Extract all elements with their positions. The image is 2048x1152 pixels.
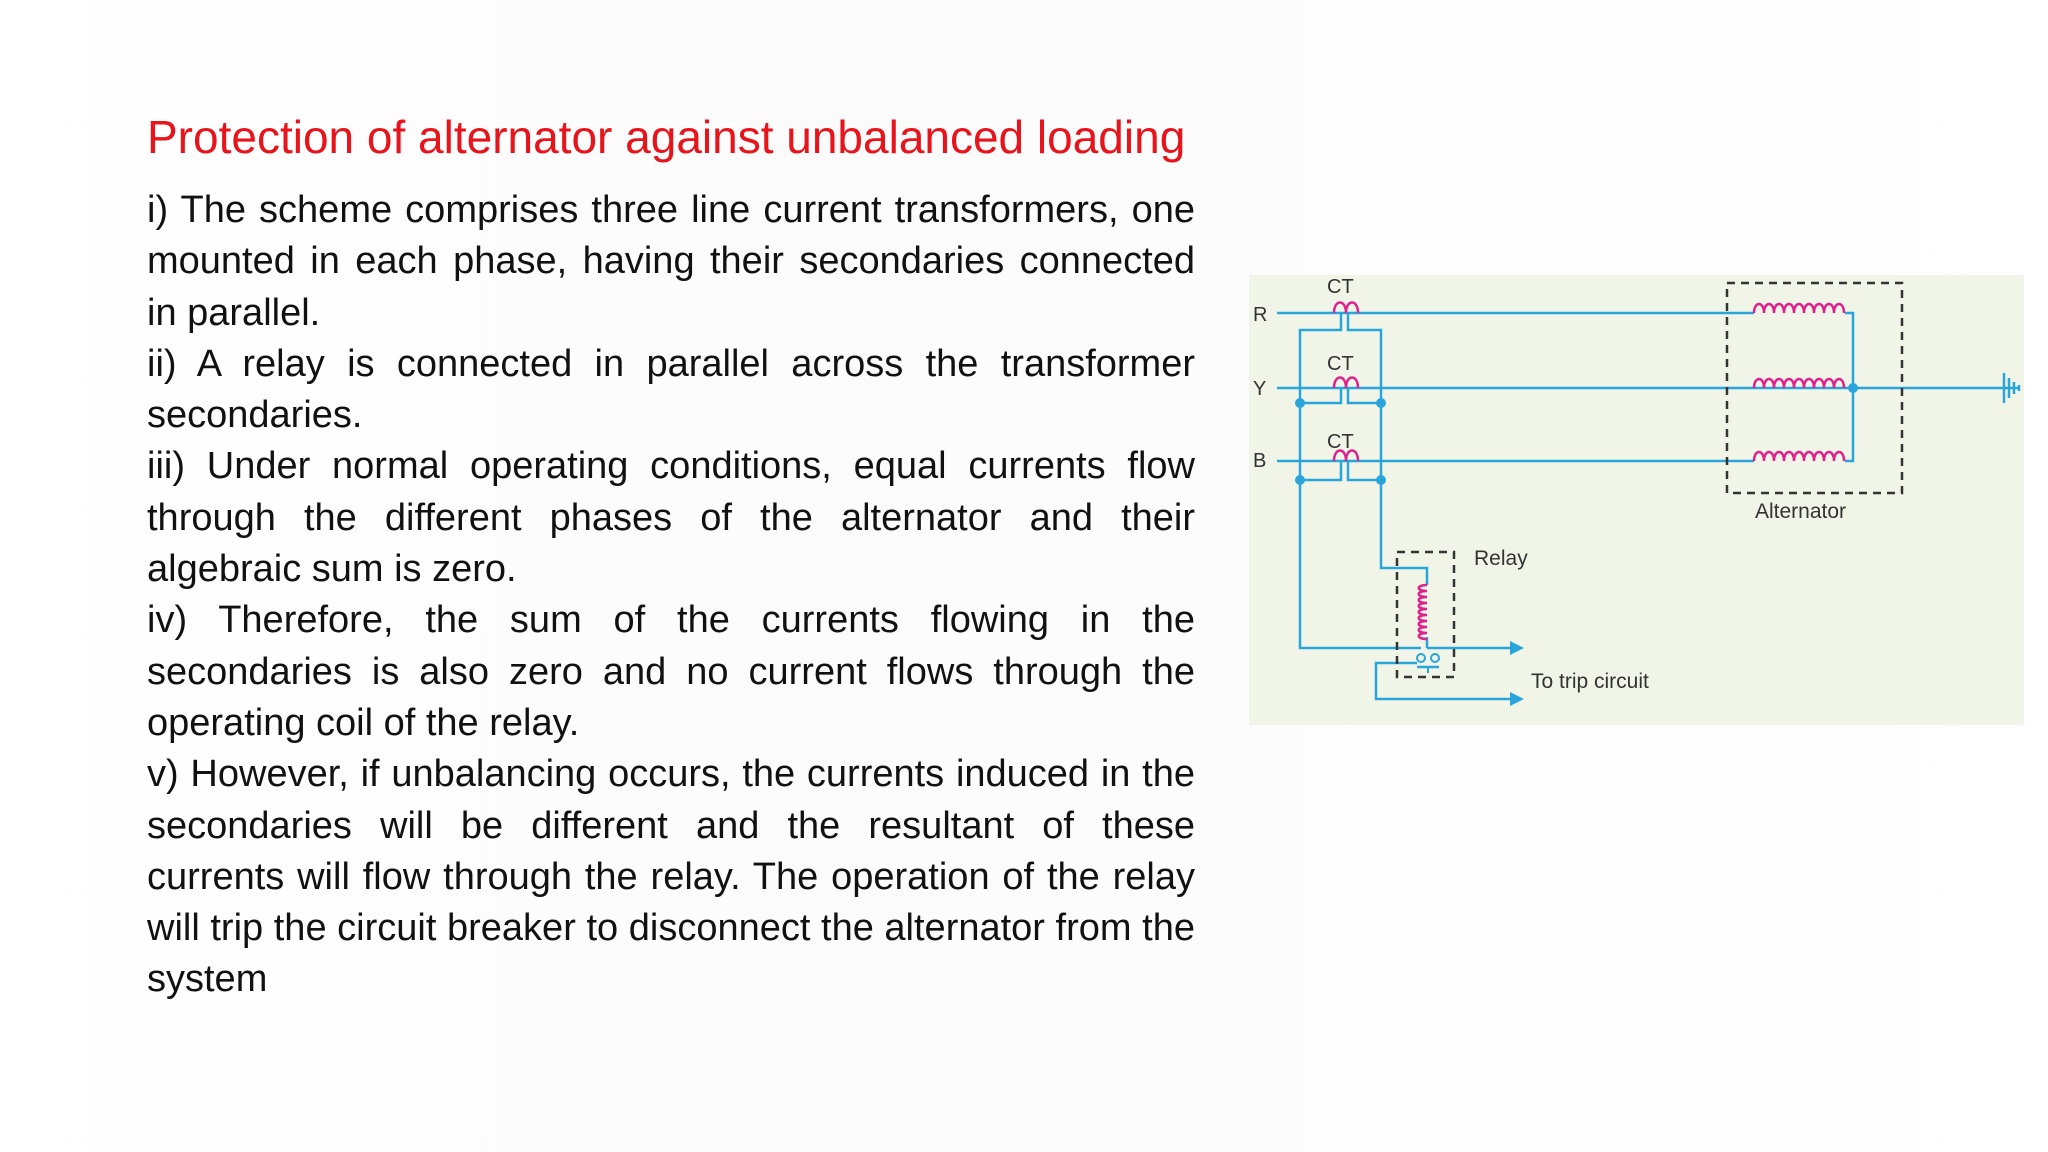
alternator-box <box>1725 281 1904 495</box>
relay-label: Relay <box>1474 547 1528 570</box>
ct-coils <box>1332 301 1360 462</box>
ct-label-r: CT <box>1327 276 1354 298</box>
winding-r <box>1752 302 1846 314</box>
paragraph-1: i) The scheme comprises three line curre… <box>147 189 1195 334</box>
ct-label-b: CT <box>1327 431 1354 453</box>
circuit-diagram-svg: R Y B CT CT CT <box>1253 276 2021 706</box>
alternator-windings <box>1752 302 1846 462</box>
trip-arrow-upper <box>1510 641 1524 655</box>
slide-body: i) The scheme comprises three line curre… <box>147 185 1195 1006</box>
ct-y-secondary-right <box>1346 388 1381 405</box>
paragraph-2: ii) A relay is connected in parallel acr… <box>147 342 1195 437</box>
ground-icon <box>2002 373 2021 403</box>
bus-left <box>1298 403 1421 650</box>
winding-y <box>1752 377 1846 389</box>
trip-circuit-label: To trip circuit <box>1531 670 1649 693</box>
trip-line-lower <box>1374 661 1512 701</box>
ct-b-secondary-left <box>1300 461 1343 482</box>
ct-r-secondary-right <box>1346 313 1383 403</box>
phase-label-y: Y <box>1253 378 1266 400</box>
phase-label-b: B <box>1253 450 1266 472</box>
relay-box <box>1395 550 1456 679</box>
phase-label-r: R <box>1253 304 1267 326</box>
relay-contacts <box>1416 653 1440 673</box>
bus-right <box>1379 403 1429 585</box>
slide-title: Protection of alternator against unbalan… <box>147 111 1186 163</box>
trip-arrow-lower <box>1510 692 1524 706</box>
ct-b-secondary-right <box>1346 461 1381 482</box>
wiring <box>1277 311 2019 701</box>
relay-coil <box>1417 583 1428 641</box>
ct-r-coil <box>1332 301 1360 314</box>
junction-dots <box>1295 383 1858 485</box>
ct-r-secondary-left <box>1298 313 1343 403</box>
alternator-label: Alternator <box>1755 500 1846 523</box>
ct-b-coil <box>1332 449 1360 462</box>
winding-b <box>1752 450 1846 462</box>
circuit-diagram: R Y B CT CT CT <box>1249 275 2024 725</box>
paragraph-4: iv) Therefore, the sum of the currents f… <box>147 599 1195 744</box>
paragraph-5: v) However, if unbalancing occurs, the c… <box>147 753 1195 1001</box>
ct-y-coil <box>1332 376 1360 389</box>
ct-y-secondary-left <box>1300 388 1343 405</box>
ct-label-y: CT <box>1327 353 1354 375</box>
paragraph-3: iii) Under normal operating conditions, … <box>147 445 1195 591</box>
